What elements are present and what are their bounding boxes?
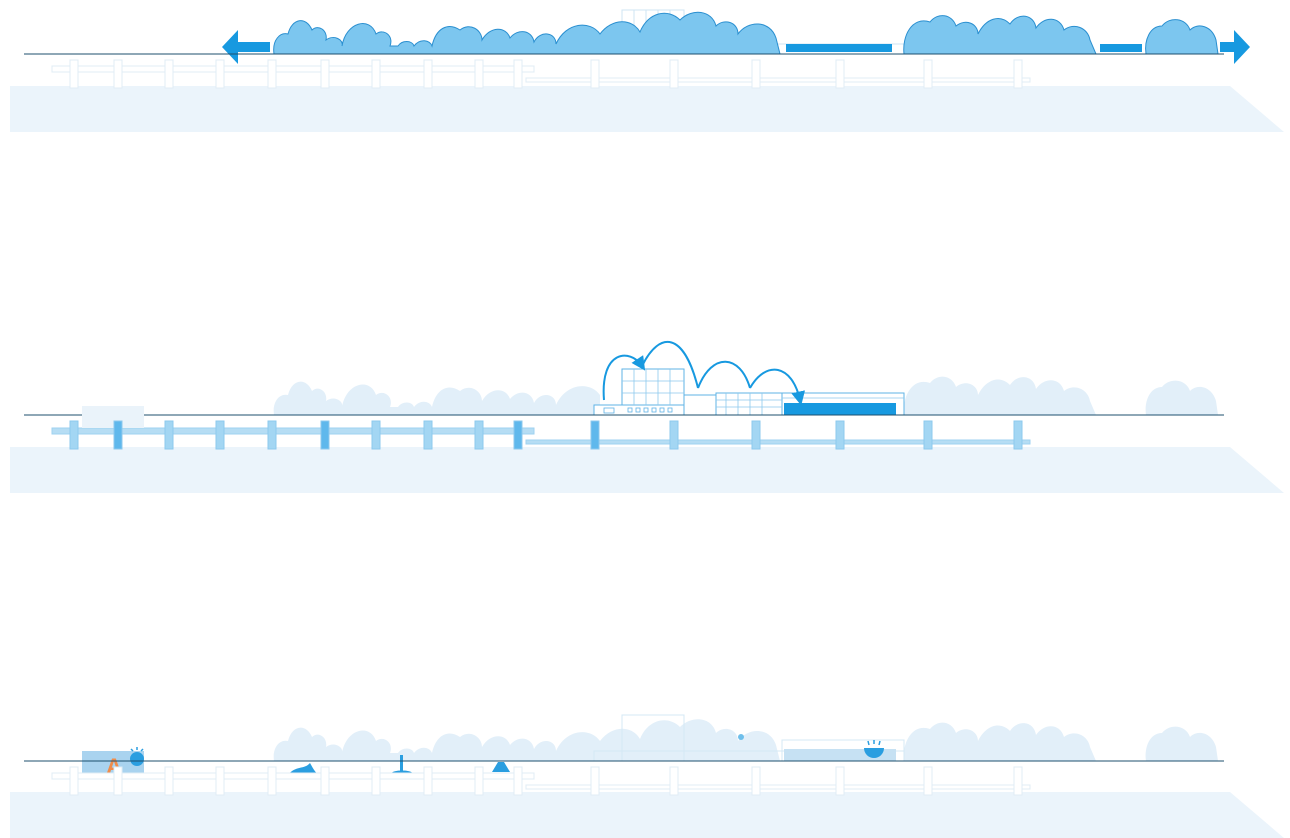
pier-post (923, 59, 933, 89)
tree-canopy-left (273, 11, 1219, 55)
pier-post (474, 766, 484, 796)
pier-post (513, 766, 523, 796)
pier-post (164, 766, 174, 796)
panel-objects: A (10, 714, 1284, 838)
arc-arrows-icon (602, 340, 806, 406)
pier-post (69, 766, 79, 796)
pier-post (215, 766, 225, 796)
pier-post (1013, 420, 1023, 450)
pier-post (320, 766, 330, 796)
left-arrow-icon (222, 30, 270, 64)
pier-post (1013, 59, 1023, 89)
pier-post (215, 420, 225, 450)
bowl-icon (864, 740, 884, 758)
window-row (603, 407, 673, 414)
pier-mid (51, 427, 1031, 445)
pier-post (371, 420, 381, 450)
pier-post (590, 59, 600, 89)
panel-trees (10, 9, 1284, 132)
pier-posts (69, 59, 1023, 796)
pier-post (113, 420, 123, 450)
pier-post (371, 59, 381, 89)
pier-post (669, 59, 679, 89)
road-highlight (784, 403, 896, 415)
ground-plane (10, 792, 1284, 838)
pier-post (835, 420, 845, 450)
pier-post (423, 59, 433, 89)
pier-post (164, 59, 174, 89)
pier-post (669, 420, 679, 450)
pier-post (474, 420, 484, 450)
lamp-icon (738, 734, 744, 740)
pier-post (267, 766, 277, 796)
pier-post (113, 766, 123, 796)
pier-post (751, 59, 761, 89)
pier-post (320, 420, 330, 450)
pier-faint (51, 65, 1031, 83)
pier-post (513, 59, 523, 89)
pier-post (835, 766, 845, 796)
a-box-faint (82, 406, 144, 428)
pier-post (513, 420, 523, 450)
pier-post (669, 766, 679, 796)
sun-icon (130, 752, 144, 766)
right-arrow-icon (1220, 30, 1250, 64)
ground-plane (10, 86, 1284, 132)
pier-post (215, 59, 225, 89)
tree-canopy-faint (273, 719, 1218, 761)
ground-plane (10, 447, 1284, 493)
sun-rays-icon (130, 747, 144, 752)
pier-post (320, 59, 330, 89)
pier-post (590, 766, 600, 796)
pier-post (69, 59, 79, 89)
pier-post (1013, 766, 1023, 796)
pier-post (113, 59, 123, 89)
pier-post (923, 766, 933, 796)
panel-buildings (10, 340, 1284, 493)
road-highlight-right (1100, 44, 1142, 52)
tree-canopy-faint (273, 376, 1218, 415)
pier-post (371, 766, 381, 796)
pier-post (423, 420, 433, 450)
a-box (82, 751, 144, 773)
pier-post (474, 59, 484, 89)
road-highlight (786, 44, 892, 52)
boat-sculpture-icon (492, 762, 510, 772)
pier-post (267, 420, 277, 450)
bird-sculpture-icon (288, 763, 320, 775)
pier-post (267, 59, 277, 89)
pier-post (835, 59, 845, 89)
pier-post (423, 766, 433, 796)
pier-post (751, 420, 761, 450)
pier-post (164, 420, 174, 450)
pier-post (923, 420, 933, 450)
pier-post (69, 420, 79, 450)
pier-post (751, 766, 761, 796)
pier-post (590, 420, 600, 450)
pier-faint (51, 772, 1031, 790)
